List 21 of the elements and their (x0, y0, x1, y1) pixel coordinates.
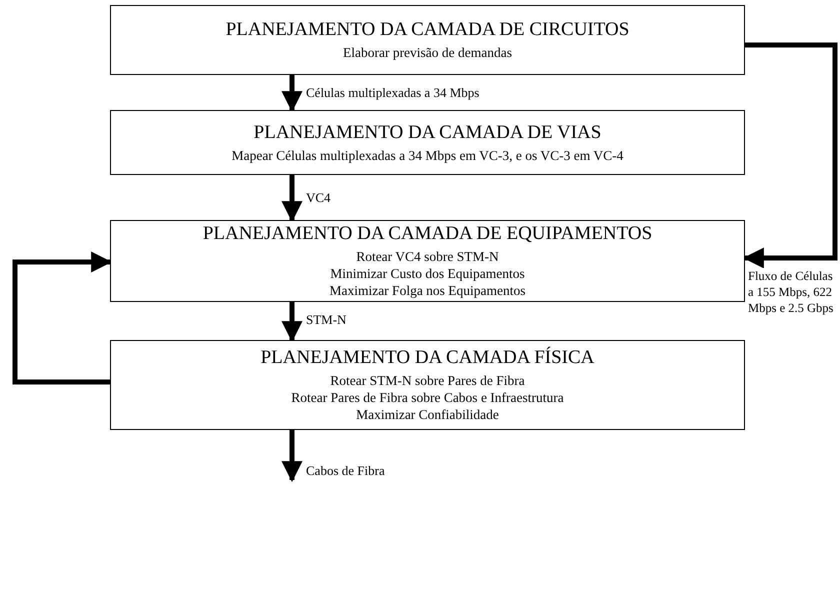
process-box (110, 110, 745, 175)
arrow (282, 175, 302, 222)
arrow (282, 302, 302, 342)
box-title: PLANEJAMENTO DA CAMADA DE CIRCUITOS (224, 19, 630, 41)
box-title: PLANEJAMENTO DA CAMADA DE EQUIPAMENTOS (202, 223, 654, 245)
box-text: Rotear Pares de Fibra sobre Cabos e Infraestrutura (290, 389, 565, 406)
process-box (110, 5, 745, 75)
box-text: Minimizar Custo dos Equipamentos (329, 265, 526, 282)
box-text: Elaborar previsão de demandas (342, 44, 514, 61)
box-text: Mapear Células multiplexadas a 34 Mbps em VC-3, e os VC-3 em VC-4 (230, 146, 624, 164)
box-text: Rotear VC4 sobre STM-N (355, 248, 500, 265)
box-title: PLANEJAMENTO DA CAMADA FÍSICA (260, 347, 596, 369)
process-box (110, 220, 745, 302)
box-text: Maximizar Folga nos Equipamentos (328, 282, 527, 299)
process-box (110, 340, 745, 430)
box-text: Rotear STM-N sobre Pares de Fibra (329, 372, 526, 389)
arrow (12, 252, 112, 384)
box-text: Maximizar Confiabilidade (355, 406, 500, 423)
box-title: PLANEJAMENTO DA CAMADA DE VIAS (252, 122, 602, 144)
arrow (282, 75, 302, 112)
arrow (282, 430, 302, 482)
